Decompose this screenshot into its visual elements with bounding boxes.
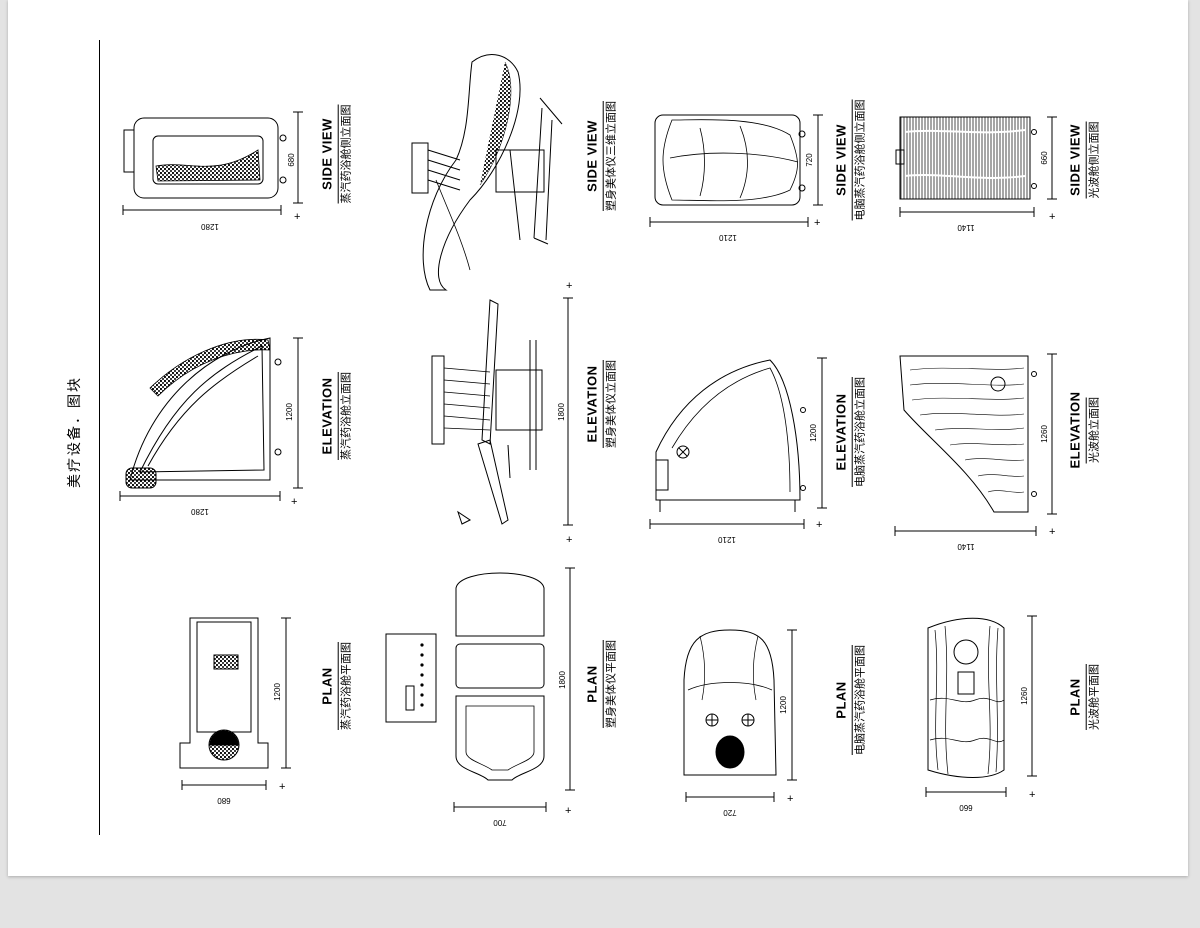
label-view-name: 电脑蒸汽药浴舱平面图 (851, 645, 868, 755)
dim-pc-elev-height: 1200 (809, 424, 818, 442)
dim-steam-side-width: 1280 (201, 222, 219, 231)
light-cabin-plan: 660 1260 + (925, 615, 1037, 812)
label-view-name: 蒸汽药浴舱立面图 (337, 372, 354, 460)
dim-light-plan-width: 660 (959, 803, 973, 812)
label-light-plan: PLAN 光波舱平面图 (1067, 664, 1102, 730)
svg-text:+: + (565, 805, 571, 817)
svg-text:+: + (566, 280, 572, 292)
label-body-3d-view: SIDE VIEW 塑身美体仪三维立面图 (584, 101, 619, 211)
dim-pc-side-height: 720 (805, 153, 814, 167)
label-light-elevation: ELEVATION 光波舱立面图 (1067, 391, 1102, 469)
label-view-type: ELEVATION (1067, 391, 1083, 469)
label-steam-plan: PLAN 蒸汽药浴舱平面图 (319, 642, 354, 730)
label-view-type: PLAN (319, 667, 335, 705)
label-view-type: SIDE VIEW (584, 120, 600, 192)
svg-text:+: + (816, 519, 822, 531)
label-view-type: SIDE VIEW (833, 124, 849, 196)
light-cabin-side-view: 1140 660 + (895, 116, 1057, 232)
body-device-plan: 700 1800 + (385, 567, 575, 827)
steam-cabin-elevation: 1280 1200 + (119, 337, 303, 516)
label-view-type: PLAN (833, 681, 849, 719)
label-view-type: ELEVATION (833, 393, 849, 471)
label-pc-plan: PLAN 电脑蒸汽药浴舱平面图 (833, 645, 868, 755)
dim-body-elev-height: 1800 (557, 403, 566, 421)
dim-steam-side-height: 680 (287, 153, 296, 167)
light-cabin-elevation: 1140 1260 + (894, 353, 1057, 551)
svg-text:+: + (279, 781, 285, 793)
label-view-name: 光波舱平面图 (1085, 664, 1102, 730)
label-view-type: SIDE VIEW (319, 118, 335, 190)
label-body-plan: PLAN 塑身美体仪平面图 (584, 640, 619, 728)
dim-steam-elev-width: 1280 (191, 507, 209, 516)
svg-text:+: + (291, 496, 297, 508)
label-view-name: 电脑蒸汽药浴舱立面图 (851, 377, 868, 487)
dim-body-plan-height: 1800 (558, 671, 567, 689)
dim-light-side-width: 1140 (957, 223, 975, 232)
svg-text:+: + (787, 793, 793, 805)
label-steam-side-view: SIDE VIEW 蒸汽药浴舱侧立面图 (319, 104, 354, 204)
label-body-elevation: ELEVATION 塑身美体仪立面图 (584, 360, 619, 448)
dim-steam-elev-height: 1200 (285, 403, 294, 421)
dim-light-plan-height: 1260 (1020, 687, 1029, 705)
dim-pc-plan-height: 1200 (779, 696, 788, 714)
pc-cabin-elevation: 1210 1200 + (649, 357, 827, 544)
svg-text:+: + (1029, 789, 1035, 801)
label-view-name: 塑身美体仪三维立面图 (602, 101, 619, 211)
label-view-name: 塑身美体仪立面图 (602, 360, 619, 448)
dim-light-side-height: 660 (1040, 151, 1049, 165)
label-view-type: PLAN (584, 665, 600, 703)
label-view-name: 光波舱立面图 (1085, 397, 1102, 463)
dim-body-plan-width: 700 (493, 818, 507, 827)
label-pc-side-view: SIDE VIEW 电脑蒸汽药浴舱侧立面图 (833, 99, 868, 221)
dim-light-elev-width: 1140 (957, 542, 975, 551)
dim-steam-plan-width: 680 (217, 796, 231, 805)
svg-text:+: + (294, 211, 300, 223)
pc-cabin-plan: 720 1200 + (683, 629, 797, 817)
title-divider-line (99, 40, 100, 835)
label-view-name: 电脑蒸汽药浴舱侧立面图 (851, 99, 868, 221)
pc-cabin-side-view: 1210 720 + (649, 114, 823, 242)
label-view-name: 塑身美体仪平面图 (602, 640, 619, 728)
label-view-name: 光波舱侧立面图 (1085, 121, 1102, 199)
label-view-type: SIDE VIEW (1067, 124, 1083, 196)
label-view-type: ELEVATION (584, 365, 600, 443)
body-device-3d-view (411, 54, 563, 291)
label-steam-elevation: ELEVATION 蒸汽药浴舱立面图 (319, 372, 354, 460)
dim-pc-plan-width: 720 (723, 808, 737, 817)
label-light-side-view: SIDE VIEW 光波舱侧立面图 (1067, 121, 1102, 199)
svg-text:+: + (1049, 211, 1055, 223)
svg-text:+: + (1049, 526, 1055, 538)
body-device-elevation: 1800 + + (431, 280, 573, 546)
label-view-type: ELEVATION (319, 377, 335, 455)
dim-light-elev-height: 1260 (1040, 425, 1049, 443)
dim-pc-elev-width: 1210 (718, 535, 736, 544)
label-pc-elevation: ELEVATION 电脑蒸汽药浴舱立面图 (833, 377, 868, 487)
svg-text:+: + (814, 217, 820, 229)
label-view-name: 蒸汽药浴舱侧立面图 (337, 104, 354, 204)
dim-steam-plan-height: 1200 (273, 683, 282, 701)
steam-cabin-plan: 680 1200 + (179, 617, 291, 805)
dim-pc-side-width: 1210 (719, 233, 737, 242)
label-view-type: PLAN (1067, 678, 1083, 716)
label-view-name: 蒸汽药浴舱平面图 (337, 642, 354, 730)
svg-text:+: + (566, 534, 572, 546)
steam-cabin-side-view: 1280 680 + (122, 111, 303, 231)
